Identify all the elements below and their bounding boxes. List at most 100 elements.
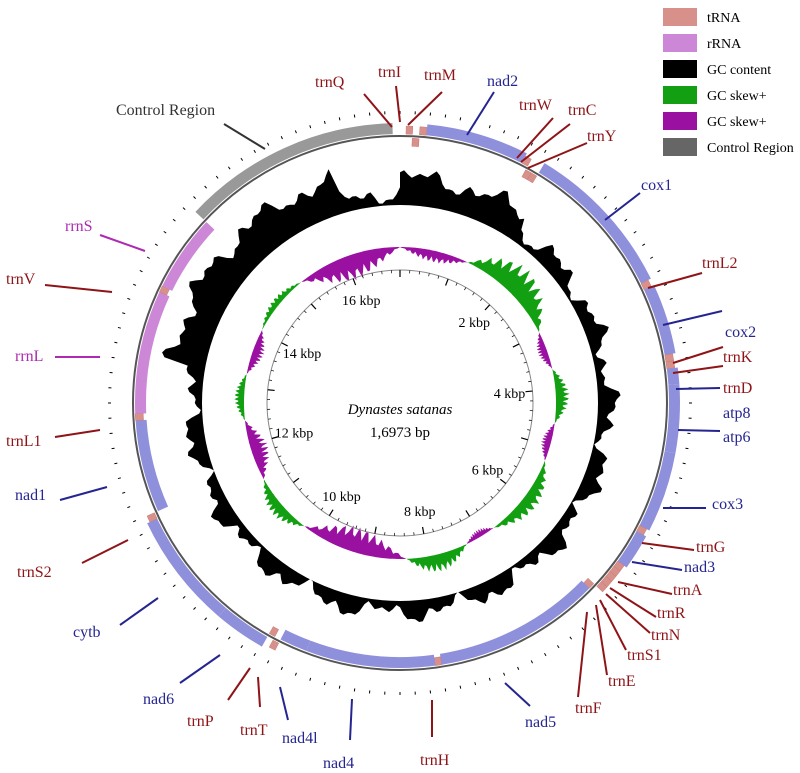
kbp-tick — [508, 473, 512, 476]
legend-label: tRNA — [707, 11, 741, 26]
outer-tick — [309, 677, 312, 681]
feature-rrnl — [134, 291, 170, 414]
outer-tick — [642, 243, 646, 247]
leader-nad4l — [279, 686, 289, 721]
kbp-label: 8 kbp — [404, 505, 436, 520]
kbp-tick — [346, 521, 349, 526]
feature-trnv — [159, 285, 170, 296]
outer-tick — [114, 462, 118, 465]
label-trng: trnG — [696, 539, 726, 556]
legend-swatch — [663, 8, 697, 26]
kbp-tick — [527, 429, 531, 431]
feature-nad4 — [306, 640, 436, 668]
outer-tick — [530, 660, 534, 664]
outer-tick — [127, 506, 131, 509]
leader-nad3 — [631, 561, 683, 571]
legend-label: Control Region — [707, 141, 794, 156]
gc-skew-positive — [263, 479, 305, 527]
leader-trnc — [520, 123, 571, 163]
legend-swatch — [663, 60, 697, 78]
leader-nad4 — [349, 698, 353, 741]
leader-trnt — [257, 676, 261, 708]
gc-skew-negative — [466, 527, 494, 544]
feature-trng — [636, 525, 647, 536]
outer-tick — [459, 685, 462, 689]
kbp-tick — [286, 333, 289, 336]
outer-tick — [163, 230, 167, 234]
legend-swatch — [663, 34, 697, 52]
outer-tick — [679, 326, 683, 329]
feature-cox2 — [644, 285, 676, 356]
feature-trnm — [419, 126, 428, 136]
outer-tick — [503, 672, 506, 676]
kbp-tick — [281, 342, 288, 347]
outer-tick — [503, 130, 506, 134]
leader-nad1 — [59, 486, 108, 501]
feature-trnt — [268, 639, 280, 651]
feature-nad5 — [439, 580, 590, 665]
outer-tick — [633, 572, 637, 576]
outer-tick — [682, 462, 686, 465]
feature-trns2 — [146, 512, 158, 523]
leader-trni — [395, 85, 401, 123]
feature-cox1 — [538, 163, 651, 284]
label-trne: trnE — [608, 673, 636, 690]
outer-tick — [488, 677, 491, 681]
outer-tick — [294, 130, 297, 134]
kbp-tick — [445, 278, 449, 286]
outer-tick — [172, 584, 176, 588]
gc-skew-negative — [540, 423, 555, 461]
legend-label: GC skew+ — [707, 89, 767, 104]
kbp-tick — [520, 352, 524, 355]
kbp-tick — [282, 464, 286, 467]
feature-trny — [526, 172, 538, 184]
kbp-tick — [320, 507, 324, 511]
kbp-tick — [490, 495, 494, 499]
outer-tick — [674, 491, 678, 494]
kbp-tick — [521, 447, 525, 450]
feature-trnp — [268, 626, 279, 637]
legend-label: GC skew+ — [707, 115, 767, 130]
label-trnk: trnK — [723, 349, 753, 366]
kbp-tick — [526, 371, 530, 373]
label-nad3: nad3 — [684, 559, 715, 576]
outer-tick — [556, 157, 560, 161]
feature-trnq — [411, 138, 420, 147]
kbp-tick — [267, 389, 275, 392]
label-trnt: trnT — [240, 722, 268, 739]
kbp-tick — [497, 488, 500, 492]
legend-swatch — [663, 112, 697, 130]
feature-trnh — [434, 656, 442, 666]
outer-tick — [544, 653, 547, 657]
leader-trne — [595, 604, 608, 676]
kbp-tick — [334, 286, 338, 290]
outer-tick — [614, 207, 618, 210]
kbp-tick — [520, 437, 528, 441]
leader-trns1 — [599, 599, 627, 651]
leader-trnd — [672, 365, 724, 374]
label-nad1: nad1 — [15, 487, 46, 504]
feature-control-region — [195, 123, 393, 220]
label-trnr: trnR — [657, 605, 686, 622]
kbp-tick — [421, 526, 425, 534]
kbp-scale-ticks — [267, 270, 533, 536]
gc-skew-negative — [304, 525, 407, 559]
feature-nad3 — [617, 531, 647, 568]
leader-atp6 — [677, 429, 721, 432]
label-trnh: trnH — [420, 752, 450, 769]
label-trns2: trnS2 — [17, 564, 52, 581]
kbp-tick — [464, 287, 467, 291]
outer-tick — [253, 653, 256, 657]
outer-tick — [133, 283, 137, 286]
label-trna: trnA — [673, 582, 703, 599]
leader-trnr — [609, 587, 657, 618]
outer-tick — [309, 125, 312, 129]
kbp-tick — [291, 325, 295, 328]
gc-skew-negative — [536, 332, 553, 369]
label-nad6: nad6 — [143, 691, 174, 708]
gc-skew-negative — [400, 247, 468, 264]
outer-tick — [193, 196, 196, 199]
outer-tick — [172, 218, 176, 222]
outer-tick — [581, 627, 585, 631]
